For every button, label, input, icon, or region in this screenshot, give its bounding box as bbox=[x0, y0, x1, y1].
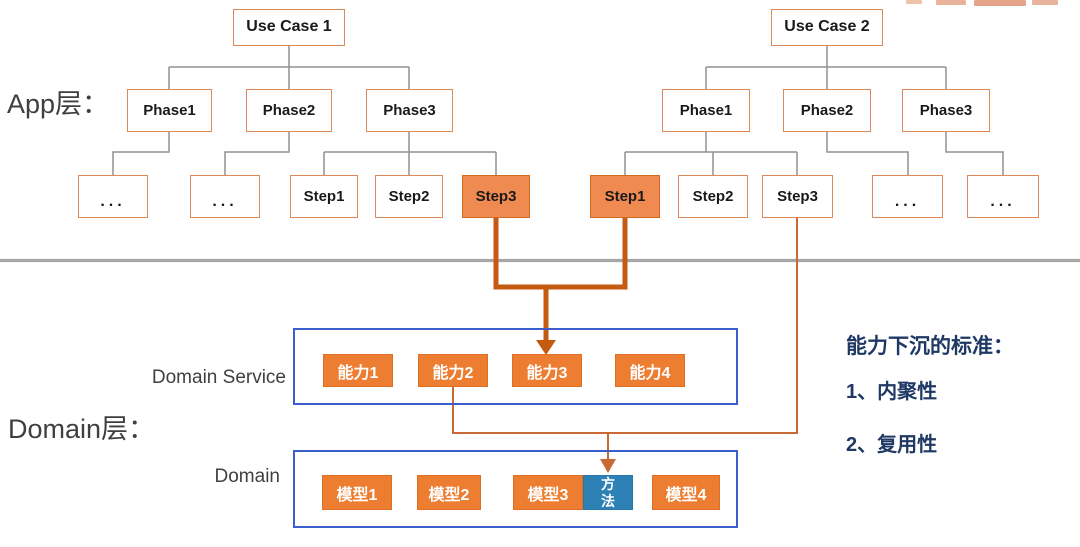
domain-container bbox=[293, 450, 738, 528]
capability-3: 能力3 bbox=[512, 354, 582, 387]
note-item-2: 2、复用性 bbox=[846, 434, 938, 456]
watermark-fragment bbox=[1032, 0, 1058, 5]
method-box: 方法 bbox=[583, 475, 633, 510]
tree2-step1-node-highlighted: Step1 bbox=[590, 175, 660, 218]
app-layer-label: App层： bbox=[7, 89, 110, 119]
model-1: 模型1 bbox=[322, 475, 392, 510]
capability-1: 能力1 bbox=[323, 354, 393, 387]
watermark-fragment bbox=[906, 0, 922, 4]
notes-title: 能力下沉的标准： bbox=[846, 335, 1014, 358]
tree1-phase1-node: Phase1 bbox=[127, 89, 212, 132]
watermark-fragment bbox=[974, 0, 1026, 6]
tree1-phase2-node: Phase2 bbox=[246, 89, 332, 132]
model-3: 模型3 bbox=[513, 475, 583, 510]
tree1-step1-node: Step1 bbox=[290, 175, 358, 218]
capability-4: 能力4 bbox=[615, 354, 685, 387]
tree1-step3-node-highlighted: Step3 bbox=[462, 175, 530, 218]
capability-2: 能力2 bbox=[418, 354, 488, 387]
tree1-step-dots-2: ... bbox=[190, 175, 260, 218]
tree1-root-node: Use Case 1 bbox=[233, 9, 345, 46]
domain-service-container bbox=[293, 328, 738, 405]
tree1-step-dots-1: ... bbox=[78, 175, 148, 218]
tree2-phase3-node: Phase3 bbox=[902, 89, 990, 132]
tree1-phase3-node: Phase3 bbox=[366, 89, 453, 132]
tree2-root-node: Use Case 2 bbox=[771, 9, 883, 46]
tree2-step-dots-1: ... bbox=[872, 175, 943, 218]
tree2-step3-node: Step3 bbox=[762, 175, 833, 218]
sink-arrow-thick bbox=[493, 218, 628, 341]
method-box-label: 方法 bbox=[601, 476, 615, 509]
tree2-phase2-node: Phase2 bbox=[783, 89, 871, 132]
model-2: 模型2 bbox=[417, 475, 481, 510]
domain-model-label: Domain bbox=[214, 466, 280, 487]
domain-layer-label: Domain层： bbox=[8, 414, 156, 444]
note-item-1: 1、内聚性 bbox=[846, 381, 938, 403]
tree2-phase1-node: Phase1 bbox=[662, 89, 750, 132]
domain-service-label: Domain Service bbox=[151, 367, 286, 388]
tree1-step2-node: Step2 bbox=[375, 175, 443, 218]
watermark-fragment bbox=[936, 0, 966, 5]
tree2-step-dots-2: ... bbox=[967, 175, 1039, 218]
tree2-step2-node: Step2 bbox=[678, 175, 748, 218]
model-4: 模型4 bbox=[652, 475, 720, 510]
